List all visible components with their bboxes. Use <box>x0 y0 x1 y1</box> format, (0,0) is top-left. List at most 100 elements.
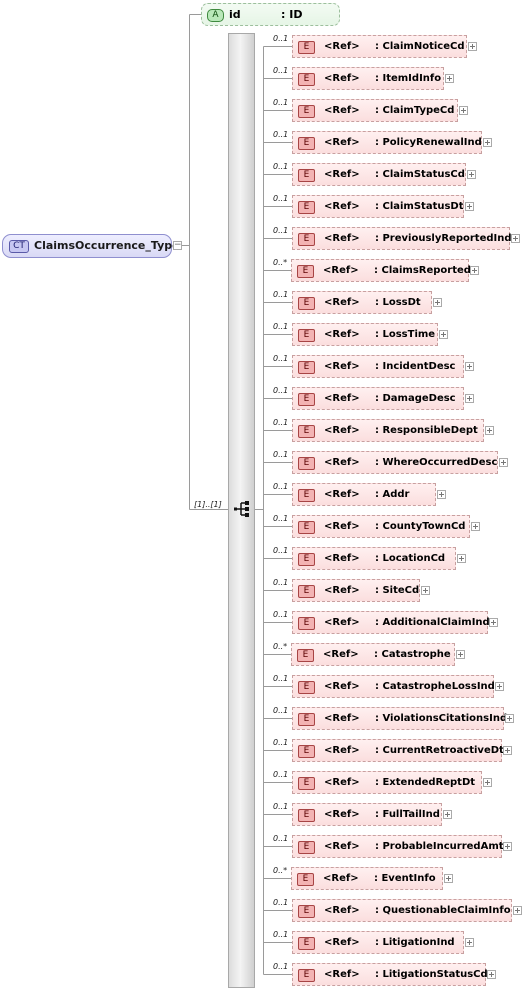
expand-plus-icon[interactable] <box>487 970 496 979</box>
element-node[interactable]: E<Ref>: LocationCd <box>292 547 456 570</box>
element-name: : ExtendedReptDt <box>375 777 476 788</box>
element-node[interactable]: E<Ref>: AdditionalClaimInd <box>292 611 490 634</box>
element-node[interactable]: E<Ref>: IncidentDesc <box>292 355 464 378</box>
element-ref-label: <Ref> <box>324 329 360 340</box>
element-node[interactable]: E<Ref>: ClaimStatusDt <box>292 195 464 218</box>
element-cardinality: 0..1 <box>273 674 289 683</box>
element-node[interactable]: E<Ref>: QuestionableClaimInfo <box>292 899 512 922</box>
expand-plus-icon[interactable] <box>483 138 492 147</box>
element-badge-icon: E <box>298 745 315 758</box>
element-node[interactable]: E<Ref>: SiteCd <box>292 579 420 602</box>
element-node[interactable]: E<Ref>: ViolationsCitationsInd <box>292 707 507 730</box>
element-cardinality: 0..1 <box>273 226 289 235</box>
element-node[interactable]: E<Ref>: CurrentRetroactiveDt <box>292 739 504 762</box>
attribute-node-id[interactable]: A id : ID <box>201 3 340 26</box>
expand-plus-icon[interactable] <box>465 394 474 403</box>
expand-plus-icon[interactable] <box>483 778 492 787</box>
expand-plus-icon[interactable] <box>513 906 522 915</box>
expand-plus-icon[interactable] <box>439 330 448 339</box>
expand-plus-icon[interactable] <box>511 234 520 243</box>
element-node[interactable]: E<Ref>: WhereOccurredDesc <box>292 451 498 474</box>
expand-plus-icon[interactable] <box>445 74 454 83</box>
element-node[interactable]: E<Ref>: ClaimTypeCd <box>292 99 458 122</box>
element-node[interactable]: E<Ref>: ClaimStatusCd <box>292 163 466 186</box>
element-name: : WhereOccurredDesc <box>375 457 498 468</box>
element-badge-icon: E <box>298 457 315 470</box>
element-node[interactable]: E<Ref>: ClaimNoticeCd <box>292 35 467 58</box>
expand-plus-icon[interactable] <box>457 554 466 563</box>
collapse-toggle-icon[interactable]: − <box>173 240 182 250</box>
element-node[interactable]: E<Ref>: CountyTownCd <box>292 515 470 538</box>
attribute-badge-icon: A <box>207 9 224 22</box>
element-node[interactable]: E<Ref>: ProbableIncurredAmt <box>292 835 504 858</box>
expand-plus-icon[interactable] <box>437 490 446 499</box>
expand-plus-icon[interactable] <box>489 618 498 627</box>
element-cardinality: 0..1 <box>273 66 289 75</box>
expand-plus-icon[interactable] <box>459 106 468 115</box>
expand-plus-icon[interactable] <box>471 522 480 531</box>
element-name: : ClaimsReported <box>374 265 471 276</box>
expand-plus-icon[interactable] <box>470 266 479 275</box>
element-node[interactable]: E<Ref>: PolicyRenewalInd <box>292 131 482 154</box>
element-ref-label: <Ref> <box>324 105 360 116</box>
expand-plus-icon[interactable] <box>433 298 442 307</box>
expand-plus-icon[interactable] <box>503 746 512 755</box>
element-node[interactable]: E<Ref>: ExtendedReptDt <box>292 771 482 794</box>
element-node[interactable]: E<Ref>: PreviouslyReportedInd <box>292 227 512 250</box>
element-node[interactable]: E<Ref>: CatastropheLossInd <box>292 675 495 698</box>
element-node[interactable]: E<Ref>: DamageDesc <box>292 387 464 410</box>
element-badge-icon: E <box>298 329 315 342</box>
element-node[interactable]: E<Ref>: ItemIdInfo <box>292 67 444 90</box>
element-node[interactable]: E<Ref>: LitigationStatusCd <box>292 963 488 986</box>
element-cardinality: 0..1 <box>273 290 289 299</box>
element-badge-icon: E <box>298 681 315 694</box>
expand-plus-icon[interactable] <box>495 682 504 691</box>
element-node[interactable]: E<Ref>: LossDt <box>292 291 432 314</box>
element-node[interactable]: E<Ref>: ClaimsReported <box>291 259 471 282</box>
expand-plus-icon[interactable] <box>456 650 465 659</box>
element-name: : LossDt <box>375 297 421 308</box>
element-node[interactable]: E<Ref>: FullTailInd <box>292 803 442 826</box>
element-name: : LocationCd <box>375 553 446 564</box>
element-name: : QuestionableClaimInfo <box>375 905 511 916</box>
expand-plus-icon[interactable] <box>468 42 477 51</box>
element-node[interactable]: E<Ref>: EventInfo <box>291 867 443 890</box>
expand-plus-icon[interactable] <box>421 586 430 595</box>
expand-plus-icon[interactable] <box>485 426 494 435</box>
expand-plus-icon[interactable] <box>444 874 453 883</box>
element-node[interactable]: E<Ref>: Addr <box>292 483 436 506</box>
element-ref-label: <Ref> <box>324 73 360 84</box>
expand-plus-icon[interactable] <box>467 170 476 179</box>
element-node[interactable]: E<Ref>: LossTime <box>292 323 438 346</box>
element-name: : ItemIdInfo <box>375 73 442 84</box>
element-name: : DamageDesc <box>375 393 456 404</box>
expand-plus-icon[interactable] <box>503 842 512 851</box>
element-name: : IncidentDesc <box>375 361 456 372</box>
element-ref-label: <Ref> <box>323 649 359 660</box>
expand-plus-icon[interactable] <box>465 362 474 371</box>
element-node[interactable]: E<Ref>: LitigationInd <box>292 931 464 954</box>
expand-plus-icon[interactable] <box>465 938 474 947</box>
element-ref-label: <Ref> <box>324 169 360 180</box>
sequence-compositor-icon[interactable] <box>234 501 250 517</box>
expand-plus-icon[interactable] <box>499 458 508 467</box>
expand-plus-icon[interactable] <box>505 714 514 723</box>
element-node[interactable]: E<Ref>: ResponsibleDept <box>292 419 484 442</box>
element-row: 0..*E<Ref>: Catastrophe <box>0 642 522 670</box>
expand-plus-icon[interactable] <box>443 810 452 819</box>
element-badge-icon: E <box>298 713 315 726</box>
element-node[interactable]: E<Ref>: Catastrophe <box>291 643 455 666</box>
complex-type-node[interactable]: CT ClaimsOccurrence_Type <box>2 234 180 258</box>
expand-plus-icon[interactable] <box>465 202 474 211</box>
element-cardinality: 0..1 <box>273 738 289 747</box>
